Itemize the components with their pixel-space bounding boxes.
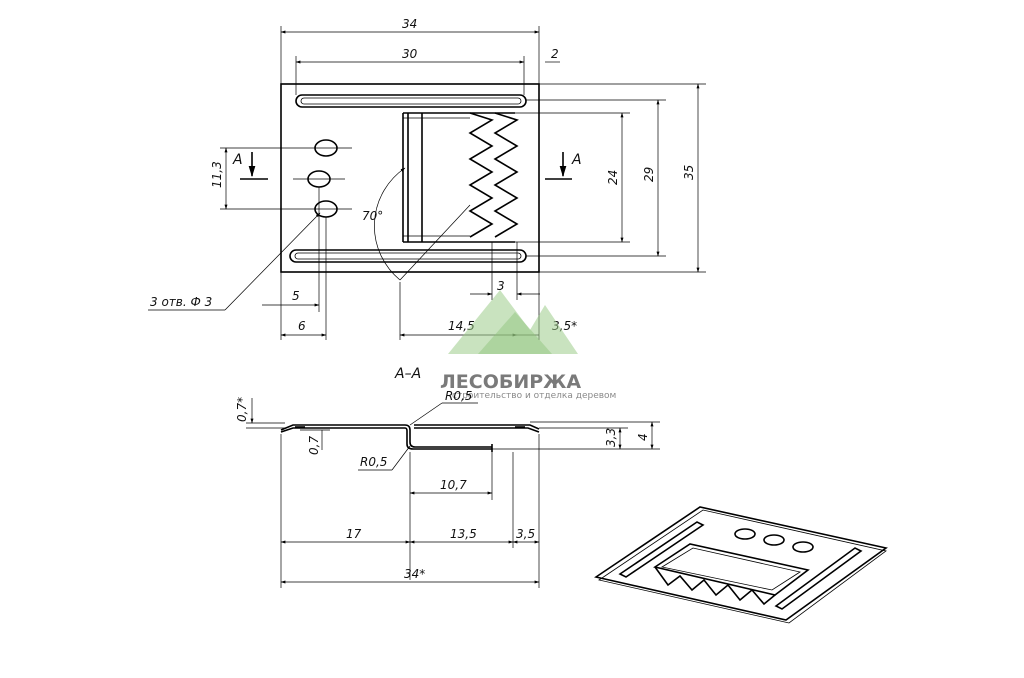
- watermark: ЛЕСОБИРЖА строительство и отделка дерево…: [440, 290, 616, 401]
- dim-overall: 34*: [280, 567, 540, 584]
- radius-top: R0,5: [409, 389, 478, 426]
- dim-height-mid: 29: [526, 99, 666, 257]
- section-profile: [280, 424, 540, 452]
- svg-text:0,7: 0,7: [307, 436, 321, 455]
- svg-text:R0,5: R0,5: [360, 455, 387, 469]
- section-mark-right: А: [545, 152, 582, 180]
- svg-text:5: 5: [292, 289, 300, 303]
- dim-hole-edge: 6: [280, 217, 327, 340]
- dim-hole-x: 5: [262, 187, 320, 312]
- dim-bottom-chain: 17 13,5 3,5: [280, 434, 540, 588]
- svg-text:R0,5: R0,5: [445, 389, 472, 403]
- svg-text:А: А: [232, 152, 243, 168]
- plate-outline: [280, 83, 540, 273]
- dim-height-overall: 35: [539, 83, 706, 273]
- svg-text:А: А: [571, 152, 582, 168]
- dim-tab-length: 10,7: [409, 452, 493, 580]
- dim-hole-spacing: 11,3: [210, 147, 300, 210]
- section-title: А–А: [394, 366, 421, 382]
- svg-text:34: 34: [402, 17, 417, 31]
- svg-text:29: 29: [642, 167, 656, 182]
- dim-height-inner: 24: [515, 112, 630, 243]
- svg-text:строительство и отделка дерево: строительство и отделка деревом: [452, 391, 616, 401]
- dim-inner-width: 30: [295, 47, 525, 95]
- radius-bottom: R0,5: [358, 445, 411, 471]
- svg-text:10,7: 10,7: [440, 478, 467, 492]
- iso-plate: [594, 506, 888, 621]
- dim-thickness-side: 0,7: [300, 429, 330, 455]
- svg-text:6: 6: [298, 319, 306, 333]
- dim-mid: 13,5: [450, 527, 477, 541]
- top-view: 34 30 2 24 29: [148, 17, 706, 340]
- svg-text:24: 24: [606, 170, 620, 185]
- zigzag-teeth: [468, 112, 519, 238]
- dim-height-small: 3,3: [492, 427, 660, 450]
- svg-text:30: 30: [402, 47, 418, 61]
- svg-text:34*: 34*: [404, 567, 425, 581]
- dim-left: 17: [346, 527, 362, 541]
- angle-70: 70°: [362, 167, 471, 281]
- section-mark-left: А: [232, 152, 268, 180]
- svg-text:2: 2: [551, 47, 559, 61]
- dim-overall-width: 34: [280, 17, 540, 84]
- section-view: А–А 0,7* 0,7 R0,5: [235, 366, 660, 588]
- iso-slots: [618, 521, 863, 610]
- bottom-slot: [289, 249, 527, 263]
- svg-text:3 отв. Ф 3: 3 отв. Ф 3: [150, 295, 212, 309]
- dim-tab-gap: 3: [470, 242, 540, 300]
- tab-frame: [402, 112, 515, 243]
- mounting-holes: [293, 139, 352, 218]
- iso-tab: [653, 543, 810, 606]
- svg-text:4: 4: [636, 433, 650, 441]
- svg-text:70°: 70°: [362, 209, 383, 223]
- dim-thickness-top: 0,7*: [235, 397, 285, 429]
- svg-text:3: 3: [497, 279, 505, 293]
- svg-text:11,3: 11,3: [210, 161, 224, 188]
- svg-text:ЛЕСОБИРЖА: ЛЕСОБИРЖА: [440, 371, 581, 393]
- top-slot: [295, 94, 527, 108]
- dim-height-total: 4: [530, 421, 660, 450]
- svg-text:0,7*: 0,7*: [235, 397, 249, 422]
- holes-leader: 3 отв. Ф 3: [148, 212, 321, 311]
- svg-text:3,3: 3,3: [604, 428, 618, 447]
- watermark-logo: [448, 290, 578, 354]
- svg-text:35: 35: [682, 165, 696, 180]
- dim-right: 3,5: [516, 527, 535, 541]
- iso-holes: [734, 528, 814, 553]
- dim-margin: 2: [545, 47, 560, 63]
- isometric-view: [594, 506, 888, 624]
